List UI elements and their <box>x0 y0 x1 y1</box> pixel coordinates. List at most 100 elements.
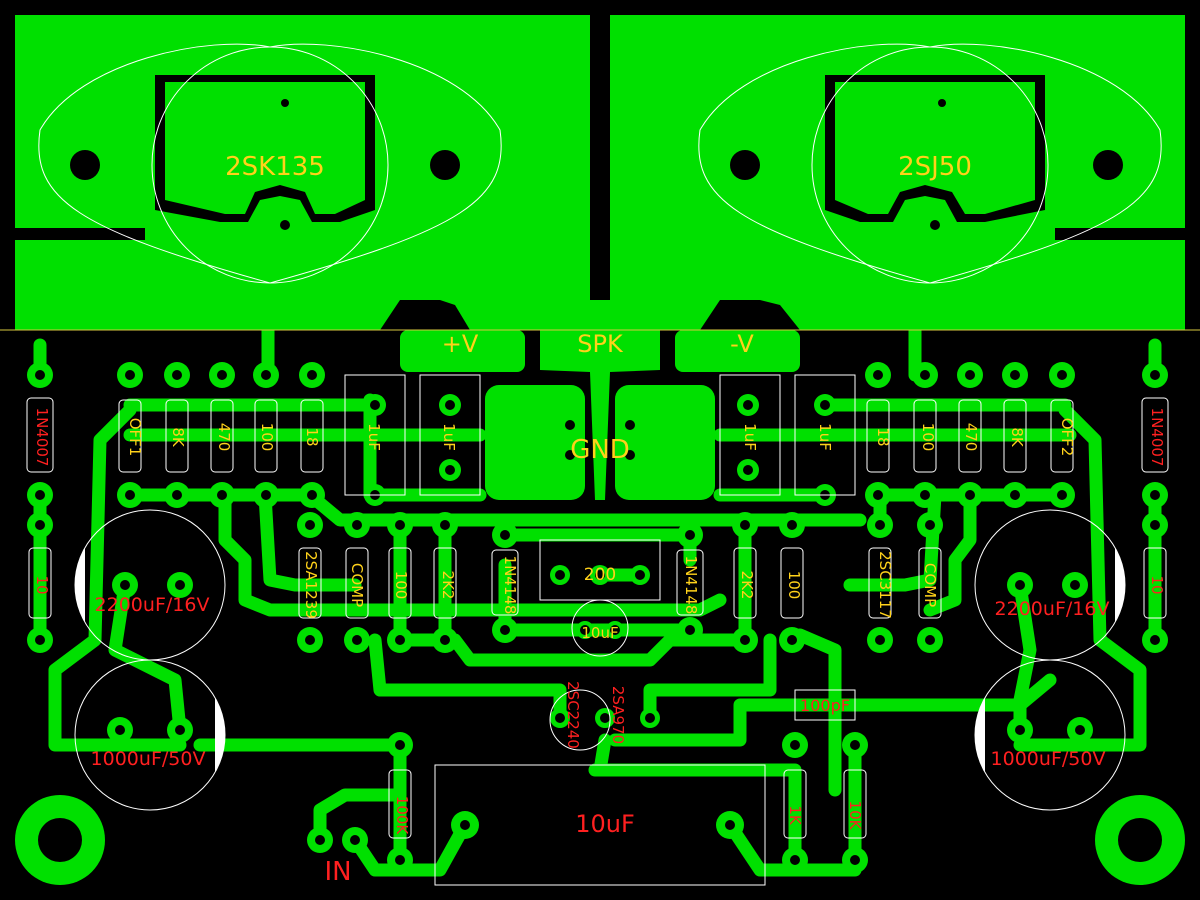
drill-hole <box>1150 635 1160 645</box>
trim-200-label: 200 <box>584 565 616 585</box>
1n4148-left-label: 1N4148 <box>501 556 519 615</box>
comp-left-label: COMP <box>348 563 366 607</box>
1n4148-right-label: 1N4148 <box>682 556 700 615</box>
gnd-label: GND <box>570 435 630 465</box>
drill-hole <box>595 570 605 580</box>
2sc2240-label: 2SC2240 <box>564 681 582 749</box>
drill-hole <box>685 530 695 540</box>
component-body <box>118 399 142 473</box>
drill-hole <box>625 450 635 460</box>
component-body <box>1050 399 1074 473</box>
component-body <box>783 769 807 839</box>
drill-hole <box>580 625 590 635</box>
drill-hole <box>280 220 290 230</box>
10-right-label: 10 <box>1148 575 1166 594</box>
drill-hole <box>352 635 362 645</box>
mosfet-left-label: 2SK135 <box>225 152 325 182</box>
drill-hole <box>925 635 935 645</box>
drill-hole <box>820 400 830 410</box>
drill-hole <box>1150 370 1160 380</box>
component-body <box>866 399 890 473</box>
drill-hole <box>120 580 130 590</box>
drill-hole <box>875 520 885 530</box>
1k-label: 1K <box>786 805 804 826</box>
100b-right-label: 100 <box>785 571 803 600</box>
drill-hole <box>790 740 800 750</box>
drill-hole <box>787 635 797 645</box>
drill-hole <box>725 820 735 830</box>
100k-label: 100K <box>393 796 411 836</box>
drill-hole <box>850 740 860 750</box>
8k-left-label: 8K <box>169 427 187 448</box>
drill-hole <box>305 635 315 645</box>
drill-hole <box>1015 725 1025 735</box>
drill-hole <box>873 370 883 380</box>
drill-hole <box>920 370 930 380</box>
1n4007-left-label: 1N4007 <box>33 408 51 467</box>
drill-hole <box>307 370 317 380</box>
pour-gnd-left <box>485 385 585 500</box>
off2-label: OFF2 <box>1058 418 1076 457</box>
pour-minus-v <box>675 330 800 372</box>
component-body <box>254 399 278 473</box>
mounting-screw-hole <box>70 150 100 180</box>
drill-hole <box>965 370 975 380</box>
component-body <box>491 549 519 616</box>
drill-hole <box>395 635 405 645</box>
component-body <box>28 547 52 619</box>
drill-hole <box>1010 490 1020 500</box>
drill-hole <box>395 740 405 750</box>
minus-v-label: -V <box>730 330 754 358</box>
drill-hole <box>925 520 935 530</box>
component-body <box>210 399 234 473</box>
470-right-label: 470 <box>962 423 980 452</box>
drill-hole <box>740 635 750 645</box>
drill-hole <box>555 570 565 580</box>
component-body <box>165 399 189 473</box>
component-body <box>843 769 867 839</box>
2sc3117-label: 2SC3117 <box>876 551 894 619</box>
10-left-label: 10 <box>33 575 51 594</box>
drill-hole <box>740 520 750 530</box>
plus-v-label: +V <box>442 330 479 358</box>
in-label: IN <box>324 857 351 887</box>
8k-right-label: 8K <box>1008 427 1026 448</box>
component-body <box>345 547 369 619</box>
drill-hole <box>743 465 753 475</box>
1uf-r2-label: 1uF <box>816 423 834 451</box>
component-body <box>733 547 757 619</box>
drill-hole <box>743 400 753 410</box>
drill-hole <box>315 835 325 845</box>
component-body <box>300 399 324 473</box>
mosfet-pads <box>165 82 1035 214</box>
drill-hole <box>1057 490 1067 500</box>
cap-2200-left-label: 2200uF/16V <box>95 594 210 616</box>
drill-hole <box>395 855 405 865</box>
drill-hole <box>500 625 510 635</box>
drill-hole <box>115 725 125 735</box>
drill-hole <box>125 490 135 500</box>
100-right-label: 100 <box>919 423 937 452</box>
18-left-label: 18 <box>303 427 321 446</box>
drill-hole <box>1015 580 1025 590</box>
drill-hole <box>217 370 227 380</box>
mounting-holes <box>15 795 1185 885</box>
drill-hole <box>600 713 610 723</box>
drill-hole <box>850 855 860 865</box>
drill-hole <box>930 220 940 230</box>
component-bodies <box>26 397 1169 839</box>
cap-1000-left-label: 1000uF/50V <box>91 748 206 770</box>
drill-hole <box>305 520 315 530</box>
cap-10u-input-label: 10uF <box>575 810 635 838</box>
drill-hole <box>172 490 182 500</box>
drill-hole <box>35 520 45 530</box>
drill-hole <box>445 465 455 475</box>
drill-hole <box>685 625 695 635</box>
pour-speaker <box>540 300 660 500</box>
component-body <box>918 547 942 619</box>
component-body <box>780 547 804 619</box>
1uf-l1-label: 1uF <box>365 423 383 451</box>
drill-hole <box>352 520 362 530</box>
drill-hole <box>1010 370 1020 380</box>
drill-hole <box>440 635 450 645</box>
